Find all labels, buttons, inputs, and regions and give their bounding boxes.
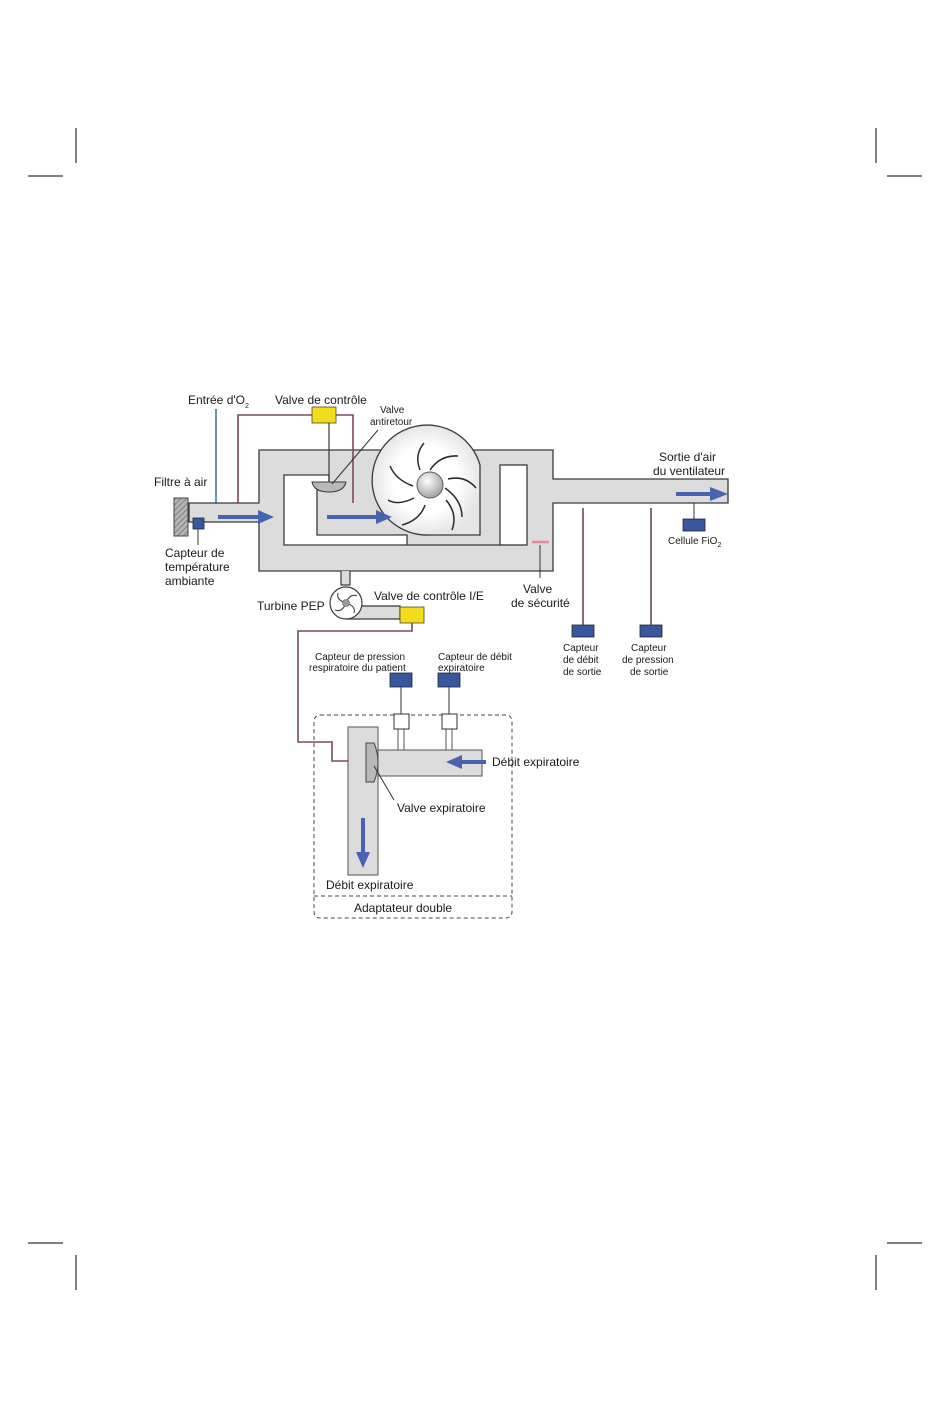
exp-flow-bottom-label: Débit expiratoire bbox=[326, 878, 414, 892]
patient-pressure-sensor-label-2: respiratoire du patient bbox=[309, 663, 406, 674]
air-outlet-label-2: du ventilateur bbox=[653, 464, 725, 478]
anti-return-label-1: Valve bbox=[380, 405, 405, 416]
exp-valve-leader bbox=[373, 765, 395, 801]
patient-sensors bbox=[389, 672, 461, 750]
outlet-flow-sensor-label-3: de sortie bbox=[563, 667, 602, 678]
fio2-cell bbox=[682, 503, 706, 532]
exp-flow-right-label: Débit expiratoire bbox=[492, 755, 580, 769]
ie-valve bbox=[399, 606, 425, 624]
flow-arrows-main bbox=[218, 487, 728, 524]
ambient-temperature-sensor bbox=[192, 517, 205, 545]
outlet-pressure-sensor-label-3: de sortie bbox=[630, 667, 669, 678]
crop-marks bbox=[28, 128, 922, 1290]
exp-valve-label: Valve expiratoire bbox=[397, 801, 486, 815]
peep-turbine-label: Turbine PEP bbox=[257, 599, 325, 613]
safety-valve-label-1: Valve bbox=[523, 582, 552, 596]
anti-return-leader bbox=[331, 429, 379, 485]
outlet-flow-sensor-label-1: Capteur bbox=[563, 643, 599, 654]
exp-flow-arrows bbox=[356, 755, 486, 868]
anti-return-valve bbox=[311, 423, 347, 493]
outlet-pressure-sensor-label-2: de pression bbox=[622, 655, 674, 666]
air-filter-label: Filtre à air bbox=[154, 475, 207, 489]
fio2-cell-label: Cellule FiO2 bbox=[668, 536, 721, 549]
dual-adapter-label: Adaptateur double bbox=[354, 901, 452, 915]
exp-flow-sensor-label-2: expiratoire bbox=[438, 663, 485, 674]
ambient-sensor-label-2: température bbox=[165, 560, 230, 574]
patient-pressure-sensor-label-1: Capteur de pression bbox=[315, 652, 405, 663]
outlet-flow-sensor-label-2: de débit bbox=[563, 655, 599, 666]
air-outlet-label-1: Sortie d'air bbox=[659, 450, 716, 464]
check-valve-lines bbox=[237, 414, 354, 503]
exp-flow-sensor-label-1: Capteur de débit bbox=[438, 652, 512, 663]
ie-pressure-line bbox=[297, 623, 413, 762]
safety-valve bbox=[532, 540, 549, 578]
blower-fan bbox=[371, 424, 481, 536]
air-filter bbox=[173, 497, 189, 537]
dual-adapter-box bbox=[313, 714, 513, 919]
ie-valve-label: Valve de contrôle I/E bbox=[374, 589, 484, 603]
safety-valve-label-2: de sécurité bbox=[511, 596, 570, 610]
outlet-pressure-sensor-label-1: Capteur bbox=[631, 643, 667, 654]
anti-return-label-2: antiretour bbox=[370, 417, 413, 428]
ambient-sensor-label-3: ambiante bbox=[165, 574, 215, 588]
check-valve bbox=[311, 406, 337, 424]
ambient-sensor-label-1: Capteur de bbox=[165, 546, 225, 560]
o2-inlet-label: Entrée d'O2 bbox=[188, 393, 249, 410]
check-valve-label: Valve de contrôle bbox=[275, 393, 367, 407]
outlet-sensors bbox=[571, 508, 663, 638]
peep-turbine bbox=[329, 571, 401, 620]
